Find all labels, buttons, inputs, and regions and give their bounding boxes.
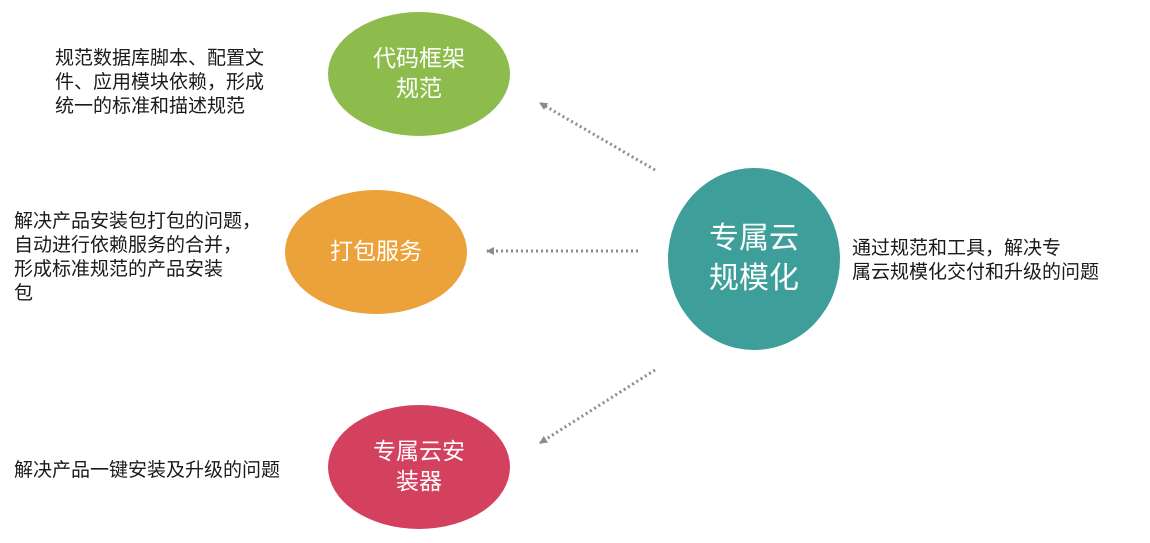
installer-label: 专属云安 装器 (373, 439, 465, 495)
packaging-service-label: 打包服务 (330, 239, 422, 265)
arrow-to-installer (539, 368, 656, 445)
code-framework-description: 规范数据库脚本、配置文 件、应用模块依赖，形成 统一的标准和描述规范 (55, 47, 265, 117)
code-framework-label: 代码框架 规范 (373, 46, 465, 102)
center-description: 通过规范和工具，解决专 属云规模化交付和升级的问题 (852, 237, 1100, 283)
code-framework-circle: 代码框架 规范 (328, 12, 510, 136)
packaging-service-description: 解决产品安装包打包的问题， 自动进行依赖服务的合并， 形成标准规范的产品安装 包 (14, 210, 262, 304)
packaging-service-circle: 打包服务 (285, 190, 467, 314)
installer-description: 解决产品一键安装及升级的问题 (14, 459, 281, 481)
arrow-to-code-framework (539, 101, 656, 172)
center-circle: 专属云 规模化 (668, 168, 840, 350)
center-label: 专属云 规模化 (709, 221, 799, 296)
installer-circle: 专属云安 装器 (328, 405, 510, 529)
